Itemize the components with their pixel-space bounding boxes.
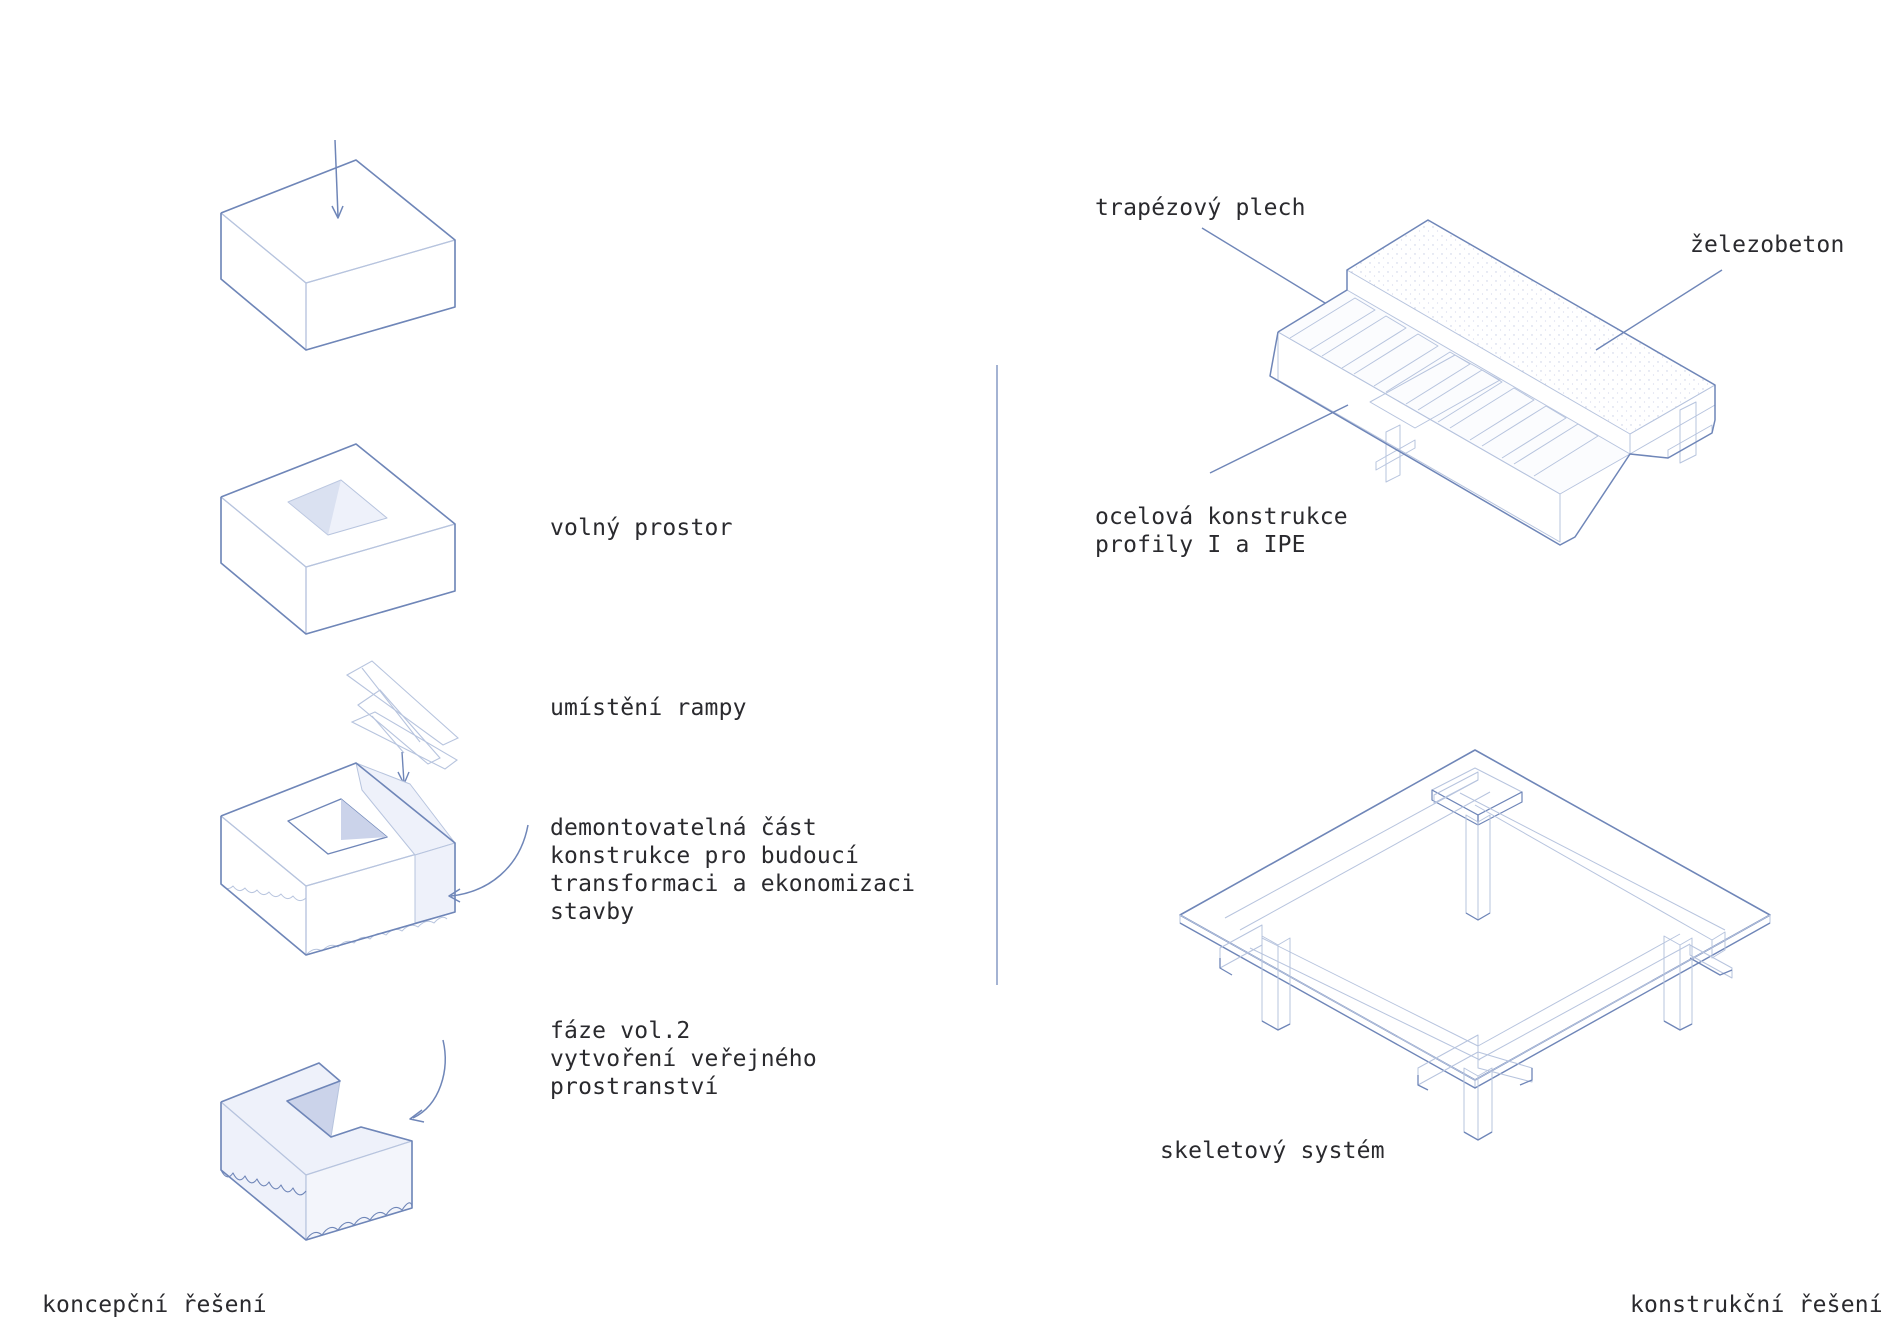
- label-demontovatelna-line: stavby: [550, 899, 635, 925]
- label-ocelova-line: ocelová konstrukce: [1095, 504, 1348, 530]
- concept-block-solid: [220, 139, 456, 351]
- label-konstrukcni-reseni: konstrukční řešení: [1630, 1292, 1883, 1318]
- skeleton-system: [1179, 749, 1771, 1141]
- label-faze: fáze vol.2 vytvoření veřejného prostrans…: [550, 1017, 817, 1101]
- concept-block-c-shape: [220, 1039, 446, 1241]
- label-ocelova: ocelová konstrukce profily I a IPE: [1095, 503, 1348, 559]
- label-koncepcni-reseni: koncepční řešení: [42, 1292, 267, 1318]
- concept-block-courtyard: [220, 443, 456, 635]
- label-trapezovy-plech: trapézový plech: [1095, 195, 1306, 221]
- label-demontovatelna-line: konstrukce pro budoucí: [550, 843, 860, 869]
- label-ocelova-line: profily I a IPE: [1095, 532, 1306, 558]
- label-umisteni-rampy: umístění rampy: [550, 695, 747, 721]
- ramp-sketch: [345, 660, 459, 786]
- label-faze-line: prostranství: [550, 1074, 719, 1100]
- label-skeletovy-system: skeletový systém: [1160, 1138, 1385, 1164]
- label-demontovatelna-line: transformaci a ekonomizaci: [550, 871, 916, 897]
- label-demontovatelna: demontovatelná část konstrukce pro budou…: [550, 814, 915, 926]
- slab-detail: [1201, 219, 1723, 546]
- label-zelezobeton: železobeton: [1690, 232, 1845, 258]
- label-demontovatelna-line: demontovatelná část: [550, 815, 817, 841]
- label-faze-line: vytvoření veřejného: [550, 1046, 817, 1072]
- label-volny-prostor: volný prostor: [550, 515, 733, 541]
- concept-block-demountable: [220, 762, 529, 956]
- label-faze-line: fáze vol.2: [550, 1018, 691, 1044]
